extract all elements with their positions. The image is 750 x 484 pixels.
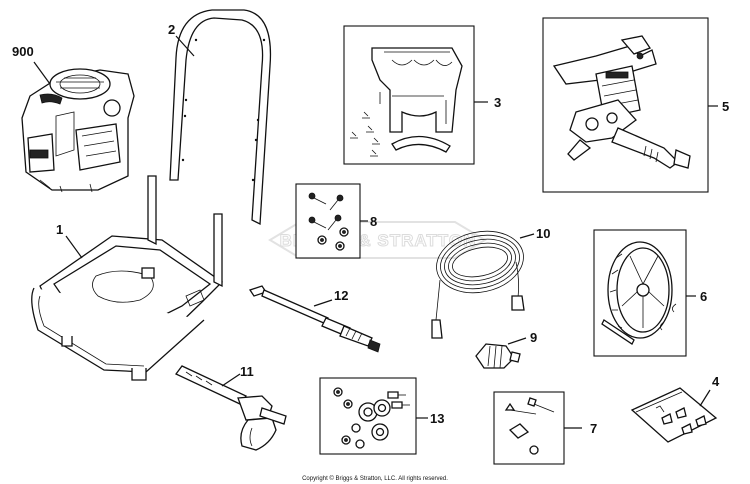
nozzle-callout[interactable]: 9 — [530, 330, 537, 345]
hardware-13-callout[interactable]: 13 — [430, 411, 444, 426]
frame-callout[interactable]: 1 — [56, 222, 63, 237]
wheel-callout[interactable]: 6 — [700, 289, 707, 304]
engine-part[interactable] — [21, 68, 135, 193]
engine-leader-line — [33, 61, 51, 85]
wand-leader-line — [313, 299, 333, 307]
pump-part[interactable] — [552, 35, 691, 169]
handle-leader-line — [175, 35, 195, 57]
hardware-4-callout[interactable]: 4 — [712, 374, 720, 389]
hose-leader-line — [519, 233, 535, 239]
hardware-13-parts[interactable] — [333, 387, 410, 449]
gun-leader-line — [221, 373, 241, 387]
wand-callout[interactable]: 12 — [334, 288, 348, 303]
handle-callout[interactable]: 2 — [168, 22, 175, 37]
hardware-4-bag[interactable] — [630, 387, 718, 443]
bracket-part[interactable] — [350, 47, 463, 157]
copyright-text: Copyright © Briggs & Stratton, LLC. All … — [302, 475, 448, 482]
wand-part[interactable] — [248, 285, 381, 353]
hose-part[interactable] — [431, 224, 530, 339]
handle-part[interactable] — [169, 9, 272, 226]
gun-part[interactable] — [175, 365, 287, 451]
hardware-7-parts[interactable] — [504, 397, 555, 455]
bracket-callout[interactable]: 3 — [494, 95, 501, 110]
nozzle-leader-line — [507, 337, 527, 345]
hardware-4-leader-line — [699, 389, 711, 407]
pump-callout[interactable]: 5 — [722, 99, 729, 114]
engine-callout[interactable]: 900 — [12, 44, 34, 59]
nozzle-part[interactable] — [475, 343, 521, 369]
frame-part[interactable] — [31, 175, 224, 381]
hardware-8-parts[interactable] — [308, 192, 349, 251]
wheel-part[interactable] — [601, 241, 677, 345]
gun-callout[interactable]: 11 — [240, 364, 254, 379]
hardware-8-callout[interactable]: 8 — [370, 214, 377, 229]
hose-callout[interactable]: 10 — [536, 226, 550, 241]
hardware-8-box — [295, 183, 361, 259]
frame-leader-line — [65, 235, 83, 259]
hardware-7-callout[interactable]: 7 — [590, 421, 597, 436]
